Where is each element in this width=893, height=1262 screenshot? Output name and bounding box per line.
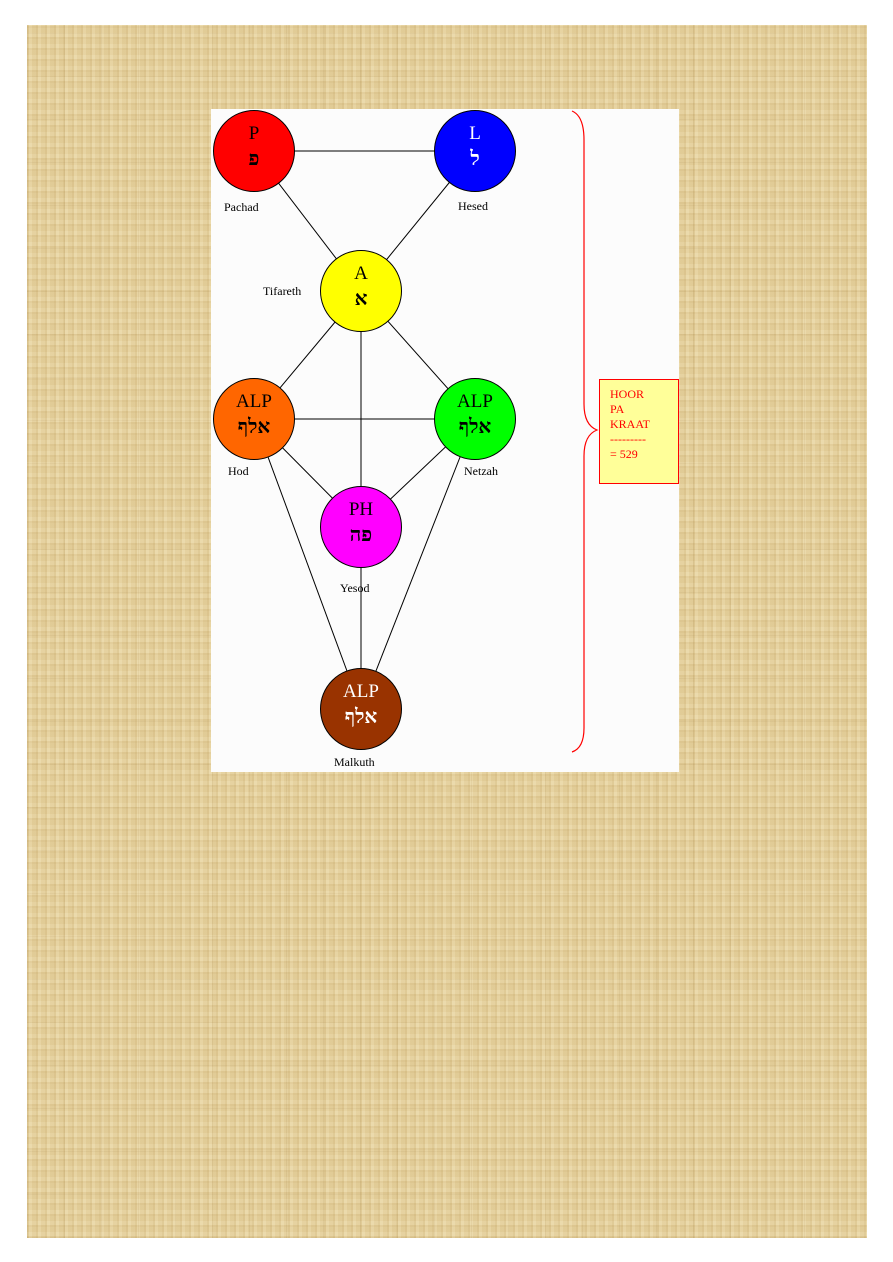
sephira-tifareth: A א (320, 250, 402, 332)
path-netzah-malkuth (360, 418, 476, 710)
label-yesod: Yesod (340, 581, 370, 595)
sephira-hebrew: ל (470, 148, 480, 170)
sephira-latin: A (354, 263, 368, 284)
label-malkuth: Malkuth (334, 755, 375, 769)
sephira-latin: ALP (236, 391, 272, 412)
sephira-malkuth: ALP אלף (320, 668, 402, 750)
note-line: --------- (610, 432, 646, 446)
sephira-hebrew: אלף (344, 706, 378, 728)
sephira-latin: L (469, 123, 481, 144)
sephira-hebrew: א (354, 288, 368, 310)
note-line: PA (610, 402, 625, 416)
sephira-hebrew: אלף (458, 416, 492, 438)
sephira-hod: ALP אלף (213, 378, 295, 460)
note-line: KRAAT (610, 417, 651, 431)
sephira-latin: PH (348, 499, 374, 520)
label-pachad: Pachad (224, 200, 259, 214)
label-hod: Hod (228, 464, 249, 478)
sephira-latin: ALP (457, 391, 493, 412)
gematria-note: HOOR PA KRAAT --------- = 529 (599, 379, 679, 484)
sephira-hesed: L ל (434, 110, 516, 192)
sephira-hebrew: פה (349, 524, 373, 546)
sephira-pachad: P פ (213, 110, 295, 192)
sephira-hebrew: פ (248, 148, 260, 170)
label-hesed: Hesed (458, 199, 488, 213)
label-netzah: Netzah (464, 464, 498, 478)
path-hod-malkuth (253, 418, 362, 710)
sephira-netzah: ALP אלף (434, 378, 516, 460)
sephira-hebrew: אלף (237, 416, 271, 438)
note-line: = 529 (610, 447, 638, 461)
sephira-yesod: PH פה (320, 486, 402, 568)
label-tifareth: Tifareth (263, 284, 302, 298)
sephira-latin: P (248, 123, 260, 144)
note-line: HOOR (610, 387, 645, 401)
sephira-latin: ALP (343, 681, 379, 702)
